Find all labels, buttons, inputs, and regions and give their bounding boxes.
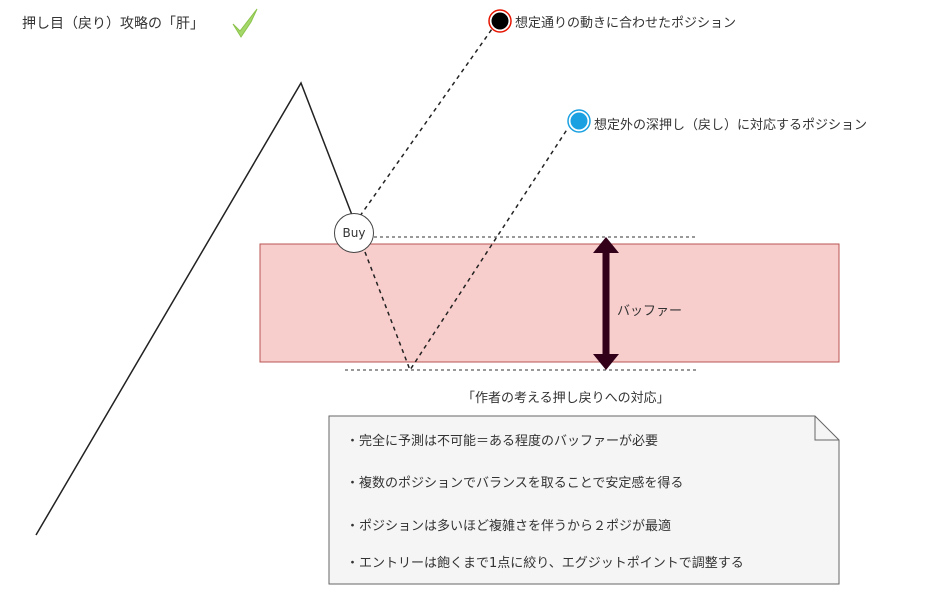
note-line: ・複数のポジションでバランスを取ることで安定感を得る: [346, 476, 684, 491]
diagram-caption: 「作者の考える押し戻りへの対応」: [462, 391, 670, 406]
deep-pullback-position-marker[interactable]: [567, 109, 591, 133]
buffer-double-arrow: [593, 237, 619, 370]
expected-position-marker[interactable]: [488, 9, 512, 33]
note-line: ・エントリーは飽くまで1点に絞り、エグジットポイントで調整する: [346, 556, 744, 571]
deep-pullback-path-line: [364, 127, 569, 372]
buffer-label: バッファー: [617, 304, 683, 319]
check-mark-icon: [232, 8, 258, 38]
price-path: [35, 81, 353, 536]
buffer-zone[interactable]: [259, 243, 840, 363]
expected-path-line: [359, 28, 493, 217]
buy-entry-node[interactable]: Buy: [334, 213, 374, 253]
note-line: ・ポジションは多いほど複雑さを伴うから２ポジが最適: [346, 519, 672, 534]
note-box[interactable]: [328, 415, 840, 585]
page-title: 押し目（戻り）攻略の「肝」: [22, 16, 204, 32]
deep-pullback-position-label: 想定外の深押し（戻し）に対応するポジション: [594, 118, 868, 133]
note-fold: [814, 416, 839, 441]
note-line: ・完全に予測は不可能＝ある程度のバッファーが必要: [346, 434, 659, 449]
expected-position-label: 想定通りの動きに合わせたポジション: [515, 16, 737, 31]
